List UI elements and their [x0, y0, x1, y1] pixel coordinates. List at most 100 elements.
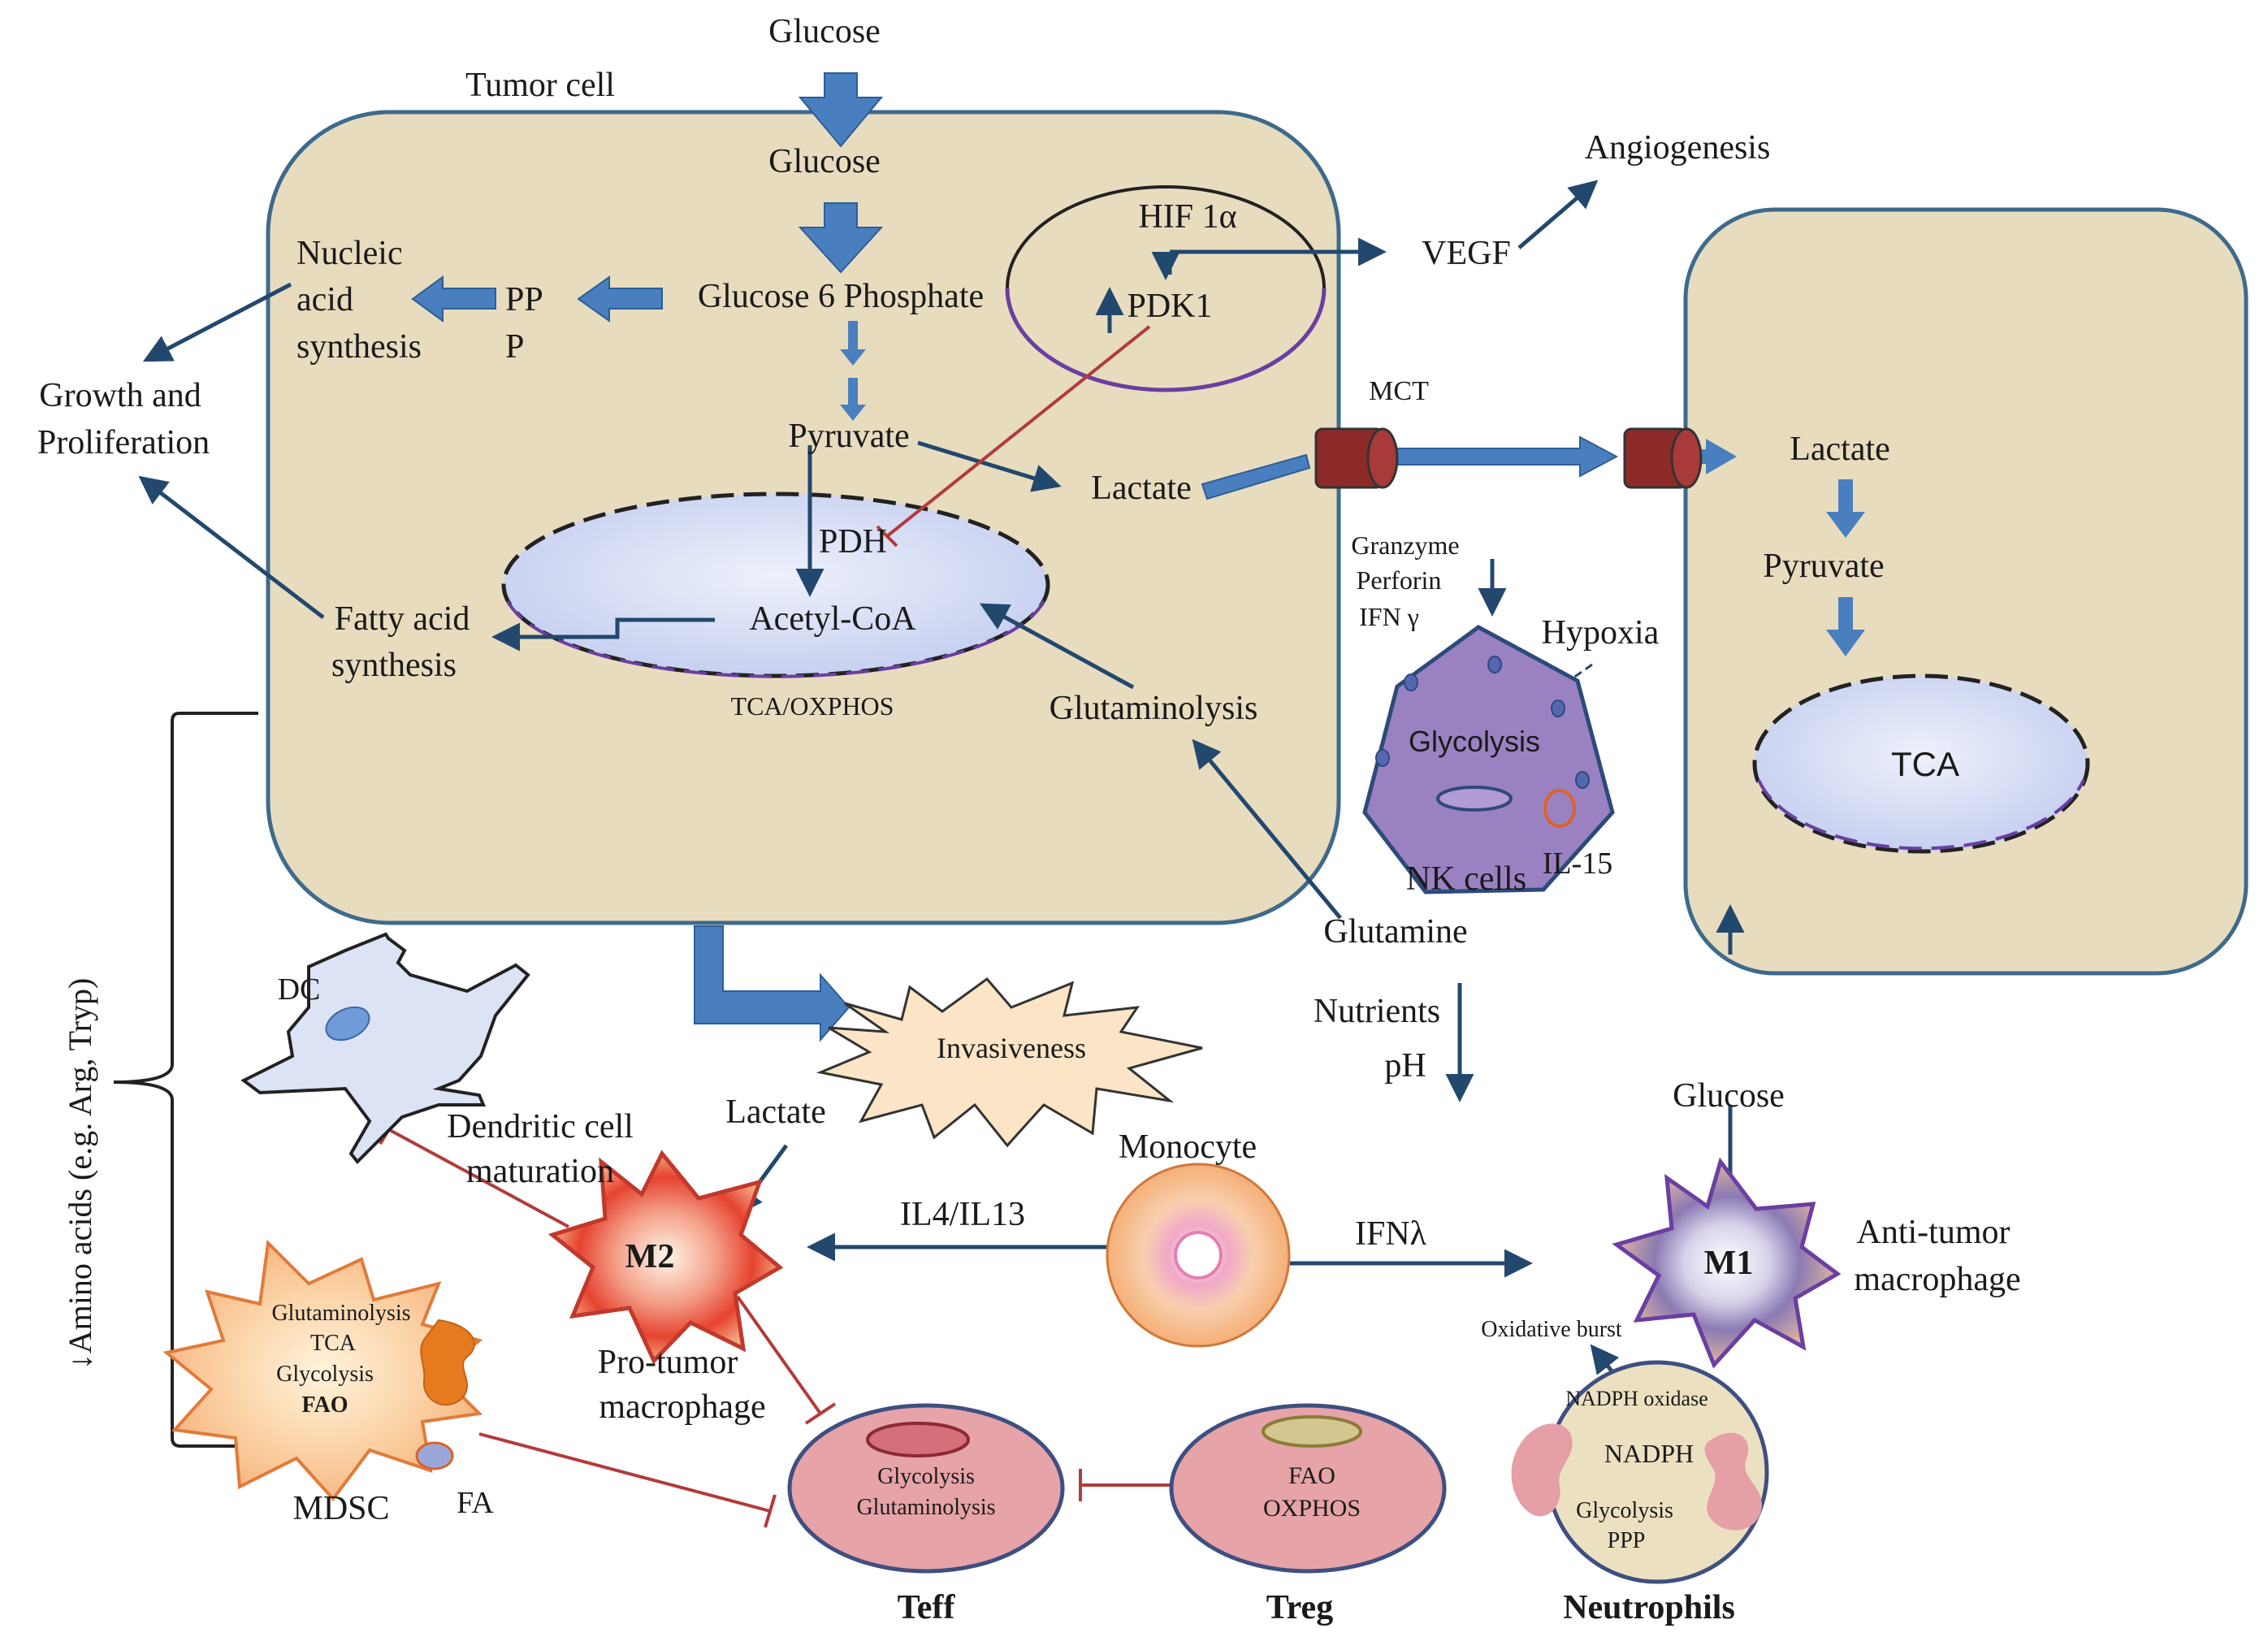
monocyte-label: Monocyte	[1119, 1128, 1257, 1166]
right-pyruvate-label: Pyruvate	[1763, 548, 1884, 585]
ifn-lambda-label: IFNλ	[1355, 1215, 1427, 1253]
invasiveness-burst	[816, 977, 1203, 1148]
acetyl-coa-label: Acetyl-CoA	[749, 600, 916, 638]
neutrophil-glycolysis-label: Glycolysis	[1576, 1498, 1673, 1523]
g6p-label: Glucose 6 Phosphate	[698, 278, 984, 315]
ph-label: pH	[1384, 1047, 1426, 1085]
dc-label: DC	[278, 972, 321, 1007]
growth-label-2: Proliferation	[37, 424, 210, 461]
tumor-to-invasiveness-arrow	[694, 925, 850, 1042]
vegf-label: VEGF	[1422, 235, 1511, 272]
granzyme-label: Granzyme	[1351, 531, 1459, 560]
il4-il13-label: IL4/IL13	[900, 1196, 1025, 1233]
pro-tumor-label-1: Pro-tumor	[598, 1344, 738, 1381]
neutrophil-ppp-label: PPP	[1608, 1528, 1646, 1553]
teff-line-2: Glutaminolysis	[856, 1495, 995, 1520]
right-pyruvate-to-tca-arrow	[1826, 597, 1865, 656]
nk-cells-label: NK cells	[1406, 860, 1526, 898]
nk-glycolysis-label: Glycolysis	[1409, 725, 1540, 758]
g6p-to-pyruvate-arrow-2	[840, 378, 866, 421]
hif-nucleus-lower-edge	[1005, 288, 1327, 392]
glucose-to-g6p-arrow	[798, 202, 884, 274]
mct-label: MCT	[1369, 376, 1429, 406]
dendritic-cell	[240, 932, 530, 1164]
neighbor-tumor-cell	[1683, 207, 2249, 976]
tumor-cell-label: Tumor cell	[465, 67, 615, 104]
g6p-to-ppp-arrow	[577, 275, 663, 323]
neutrophil-lobe-left	[1511, 1423, 1573, 1517]
nucleic-label-3: synthesis	[296, 328, 422, 366]
inhibition-lines	[379, 325, 1182, 1528]
nk-organelle	[1436, 786, 1513, 812]
treg-label: Treg	[1266, 1589, 1333, 1626]
lactate-m2-label: Lactate	[725, 1093, 826, 1131]
nadph-label: NADPH	[1604, 1439, 1694, 1468]
hypoxia-label: Hypoxia	[1542, 614, 1660, 652]
tca-oxphos-label: TCA/OXPHOS	[731, 691, 894, 721]
right-lactate-to-pyruvate-arrow	[1826, 479, 1865, 538]
mdsc-label: MDSC	[292, 1490, 389, 1527]
teff-cell	[787, 1403, 1065, 1574]
glucose-m1-label: Glucose	[1673, 1077, 1785, 1115]
nucleic-label-2: acid	[296, 281, 353, 318]
nucleic-label-1: Nucleic	[296, 235, 403, 272]
treg-line-2: OXPHOS	[1263, 1495, 1361, 1522]
mdsc-organelle	[420, 1319, 475, 1406]
fa-receptor	[415, 1441, 454, 1470]
pdk1-label: PDK1	[1127, 288, 1212, 325]
m1-label: M1	[1704, 1245, 1754, 1282]
anti-tumor-label-1: Anti-tumor	[1857, 1214, 2010, 1251]
neutrophil-lobe-right	[1704, 1432, 1762, 1531]
il15-label: IL-15	[1543, 847, 1613, 881]
treg-line-1: FAO	[1288, 1462, 1335, 1489]
fatty-label-2: synthesis	[331, 647, 457, 684]
mdsc	[162, 1239, 483, 1502]
nk-cell	[1362, 625, 1615, 894]
perforin-label: Perforin	[1357, 565, 1442, 595]
mct-left	[1314, 427, 1399, 489]
g6p-to-pyruvate-arrow-1	[840, 321, 866, 366]
right-mitochondrion	[1752, 673, 2090, 854]
nadph-oxidase-label: NADPH oxidase	[1565, 1387, 1708, 1410]
glucose-outside-label: Glucose	[768, 13, 881, 50]
mct-to-mct-arrow	[1396, 435, 1619, 478]
growth-label-1: Growth and	[39, 377, 201, 414]
angiogenesis-label: Angiogenesis	[1585, 129, 1771, 167]
teff-label: Teff	[898, 1589, 956, 1626]
pro-tumor-label-2: macrophage	[599, 1388, 765, 1426]
mct-to-right-lactate-arrow	[1690, 439, 1737, 474]
anti-tumor-label-2: macrophage	[1854, 1261, 2020, 1298]
amino-acid-bracket	[113, 712, 258, 1448]
glutamine-label: Glutamine	[1323, 913, 1467, 951]
dc-maturation-label-2: maturation	[466, 1153, 614, 1190]
ppp-label-2: P	[505, 328, 524, 366]
labels: Glucose Tumor cell Glucose Angiogenesis …	[37, 13, 2021, 1626]
monocyte-core	[1174, 1231, 1223, 1280]
mdsc-line-4: FAO	[301, 1392, 348, 1418]
invasiveness-label: Invasiveness	[937, 1032, 1086, 1064]
dc-maturation-label-1: Dendritic cell	[447, 1108, 634, 1145]
amino-acids-label: ↓Amino acids (e.g. Arg, Tryp)	[62, 978, 98, 1371]
oxidative-burst-label: Oxidative burst	[1481, 1317, 1622, 1342]
nk-granules	[1375, 656, 1590, 789]
lactate-label: Lactate	[1091, 470, 1192, 507]
mdsc-line-1: Glutaminolysis	[271, 1301, 410, 1326]
ifn-gamma-label: IFN γ	[1359, 602, 1419, 631]
lactate-to-mct-arrow	[1201, 453, 1311, 500]
teff-organelle	[866, 1422, 970, 1457]
ppp-to-nucleic-arrow	[411, 275, 496, 323]
nutrients-label: Nutrients	[1314, 993, 1440, 1030]
mct-right	[1623, 427, 1703, 489]
glucose-entry-arrow	[798, 72, 884, 148]
pdh-label: PDH	[819, 523, 887, 561]
mdsc-line-2: TCA	[310, 1331, 357, 1356]
right-tca-label: TCA	[1891, 745, 1959, 783]
il15-receptor	[1543, 789, 1576, 828]
teff-line-1: Glycolysis	[877, 1464, 975, 1489]
hif1a-label: HIF 1α	[1138, 198, 1236, 236]
glucose-inside-label: Glucose	[768, 143, 881, 180]
treg-organelle	[1262, 1415, 1362, 1448]
m1-macrophage	[1612, 1157, 1842, 1369]
tumor-mitochondrion	[501, 492, 1050, 678]
